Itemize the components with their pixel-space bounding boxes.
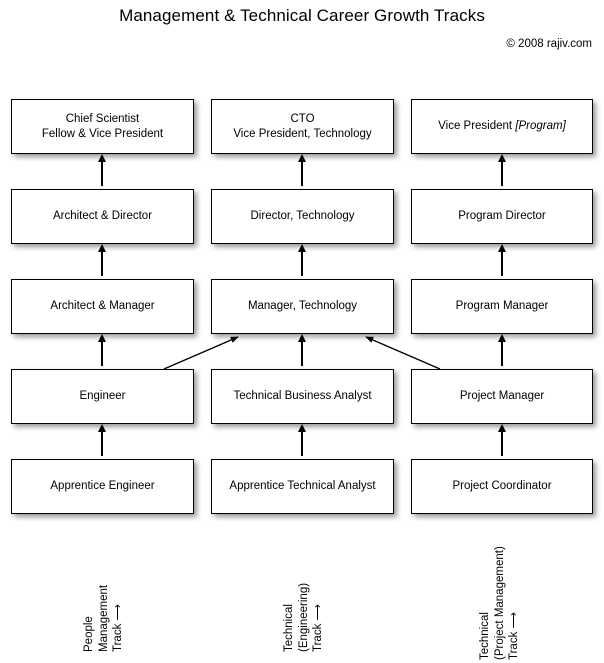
- role-label-line1: Apprentice Technical Analyst: [229, 480, 376, 492]
- role-box-vice-president-program[interactable]: Vice President [Program]: [411, 99, 593, 154]
- role-label-line1: Chief Scientist: [65, 112, 140, 125]
- role-label-line1: Architect & Director: [52, 210, 153, 222]
- track-label-technical-project-management: Technical (Project Management) Track ⟶: [478, 546, 522, 660]
- connector-line-c2-l2-l3: [301, 340, 303, 366]
- role-box-technical-business-analyst[interactable]: Technical Business Analyst: [211, 369, 394, 424]
- connector-arrow-c1-l3-l4: [98, 244, 106, 252]
- role-label-line1: CTO: [290, 112, 315, 125]
- role-box-project-coordinator[interactable]: Project Coordinator: [411, 459, 593, 514]
- connector-line-c3-l3-l4: [501, 250, 503, 276]
- connector-arrow-c1-l1-l2: [98, 424, 106, 432]
- connector-arrow-c3-l4-l5: [498, 154, 506, 162]
- track-label-line-1: Technical: [283, 604, 295, 652]
- role-box-program-manager[interactable]: Program Manager: [411, 279, 593, 334]
- connector-arrow-c1-l2-l3: [98, 334, 106, 342]
- cross-link-project-manager-to-manager-technology: [365, 336, 441, 370]
- cross-link-engineer-to-manager-technology: [163, 336, 239, 370]
- track-label-line-2: (Project Management): [493, 546, 506, 660]
- copyright-notice: © 2008 rajiv.com: [506, 38, 592, 50]
- role-box-chief-scientist[interactable]: Chief Scientist Fellow & Vice President: [11, 99, 194, 154]
- role-label-line1: Program Manager: [455, 300, 549, 312]
- connector-line-c1-l1-l2: [101, 430, 103, 456]
- connector-line-c2-l4-l5: [301, 160, 303, 186]
- connector-line-c2-l1-l2: [301, 430, 303, 456]
- connector-arrow-c2-l1-l2: [298, 424, 306, 432]
- role-label-line1: Manager, Technology: [247, 300, 358, 312]
- role-box-cto[interactable]: CTO Vice President, Technology: [211, 99, 394, 154]
- connector-line-c3-l1-l2: [501, 430, 503, 456]
- track-label-line-3: Track ⟶: [112, 603, 124, 652]
- connector-line-c3-l4-l5: [501, 160, 503, 186]
- connector-arrow-c2-l2-l3: [298, 334, 306, 342]
- role-label-program-qualifier: [Program]: [515, 120, 566, 132]
- role-label-line1: Apprentice Engineer: [50, 480, 155, 492]
- connector-arrow-c3-l2-l3: [498, 334, 506, 342]
- role-box-architect-director[interactable]: Architect & Director: [11, 189, 194, 244]
- role-box-architect-manager[interactable]: Architect & Manager: [11, 279, 194, 334]
- connector-line-c2-l3-l4: [301, 250, 303, 276]
- connector-line-c1-l2-l3: [101, 340, 103, 366]
- role-label-line2: Vice President, Technology: [233, 127, 372, 140]
- track-label-line-2: Management: [97, 584, 110, 652]
- connector-arrow-c1-l4-l5: [98, 154, 106, 162]
- role-box-engineer[interactable]: Engineer: [11, 369, 194, 424]
- track-label-line-2: (Engineering): [297, 582, 310, 652]
- role-box-apprentice-technical-analyst[interactable]: Apprentice Technical Analyst: [211, 459, 394, 514]
- role-box-apprentice-engineer[interactable]: Apprentice Engineer: [11, 459, 194, 514]
- track-label-line-3: Track ⟶: [508, 611, 520, 660]
- connector-arrow-c3-l3-l4: [498, 244, 506, 252]
- connector-line-c1-l4-l5: [101, 160, 103, 186]
- connector-arrow-c2-l3-l4: [298, 244, 306, 252]
- track-label-technical-engineering: Technical (Engineering) Track ⟶: [282, 583, 326, 652]
- role-label-line1: Architect & Manager: [50, 300, 155, 312]
- role-label-line1: Project Coordinator: [452, 480, 552, 492]
- role-box-project-manager[interactable]: Project Manager: [411, 369, 593, 424]
- role-label-line1: Engineer: [79, 390, 126, 402]
- role-label-line1: Project Manager: [459, 390, 545, 402]
- connector-line-c3-l2-l3: [501, 340, 503, 366]
- role-box-program-director[interactable]: Program Director: [411, 189, 593, 244]
- connector-arrow-c3-l1-l2: [498, 424, 506, 432]
- role-label-line1: Vice President: [438, 120, 516, 132]
- page-title: Management & Technical Career Growth Tra…: [119, 6, 485, 25]
- role-label-line1: Director, Technology: [250, 210, 355, 222]
- role-label-line2: Fellow & Vice President: [41, 127, 164, 140]
- connector-line-c1-l3-l4: [101, 250, 103, 276]
- connector-arrow-c2-l4-l5: [298, 154, 306, 162]
- role-box-director-technology[interactable]: Director, Technology: [211, 189, 394, 244]
- role-box-manager-technology[interactable]: Manager, Technology: [211, 279, 394, 334]
- track-label-line-3: Track ⟶: [312, 603, 324, 652]
- track-label-line-1: People: [83, 616, 95, 652]
- role-label-line1: Program Director: [458, 210, 546, 222]
- role-label-line1: Technical Business Analyst: [233, 390, 372, 402]
- track-label-people-management: People Management Track ⟶: [82, 585, 126, 652]
- track-label-line-1: Technical: [479, 612, 491, 660]
